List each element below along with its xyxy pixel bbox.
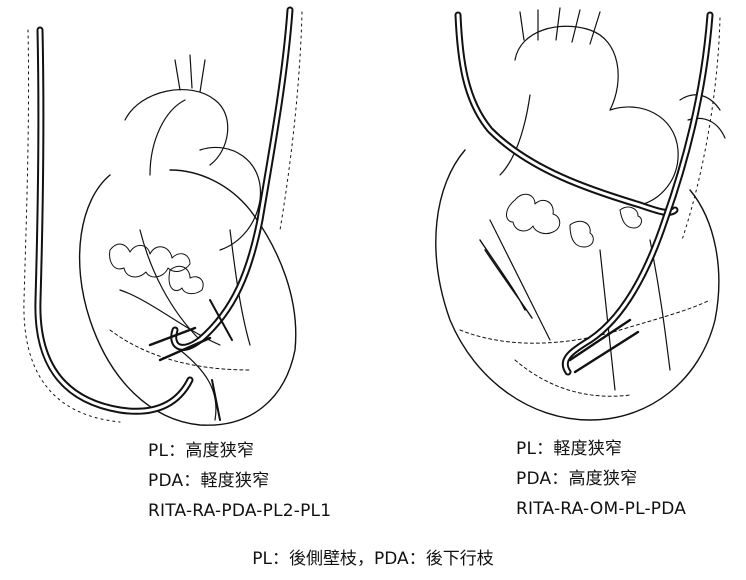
- coronary-branch-dotted: [460, 300, 710, 343]
- right-caption-line-2: PDA：高度狭窄: [516, 464, 686, 494]
- left-heart-illustration: [0, 0, 360, 440]
- coronary-branch-1: [490, 220, 550, 340]
- left-caption-line-2: PDA：軽度狭窄: [148, 466, 331, 496]
- graft-left: [38, 30, 190, 411]
- right-caption-line-3: RITA-RA-OM-PL-PDA: [516, 494, 686, 524]
- right-heart-illustration: [420, 0, 746, 440]
- right-caption: PL：軽度狭窄 PDA：高度狭窄 RITA-RA-OM-PL-PDA: [516, 434, 686, 524]
- abbreviation-footnote: PL：後側壁枝，PDA：後下行枝: [0, 544, 746, 569]
- pulmonary-artery: [610, 107, 678, 205]
- right-caption-line-1: PL：軽度狭窄: [516, 434, 686, 464]
- left-caption-line-1: PL：高度狭窄: [148, 436, 331, 466]
- graft-right: [174, 10, 290, 347]
- graft-left: [458, 15, 675, 212]
- left-caption-line-3: RITA-RA-PDA-PL2-PL1: [148, 496, 331, 526]
- right-heart-svg: [420, 0, 746, 440]
- left-heart-svg: [0, 0, 360, 440]
- left-caption: PL：高度狭窄 PDA：軽度狭窄 RITA-RA-PDA-PL2-PL1: [148, 436, 331, 526]
- aorta: [125, 55, 228, 175]
- epicardial-fat: [507, 194, 560, 233]
- graft-right: [565, 15, 710, 372]
